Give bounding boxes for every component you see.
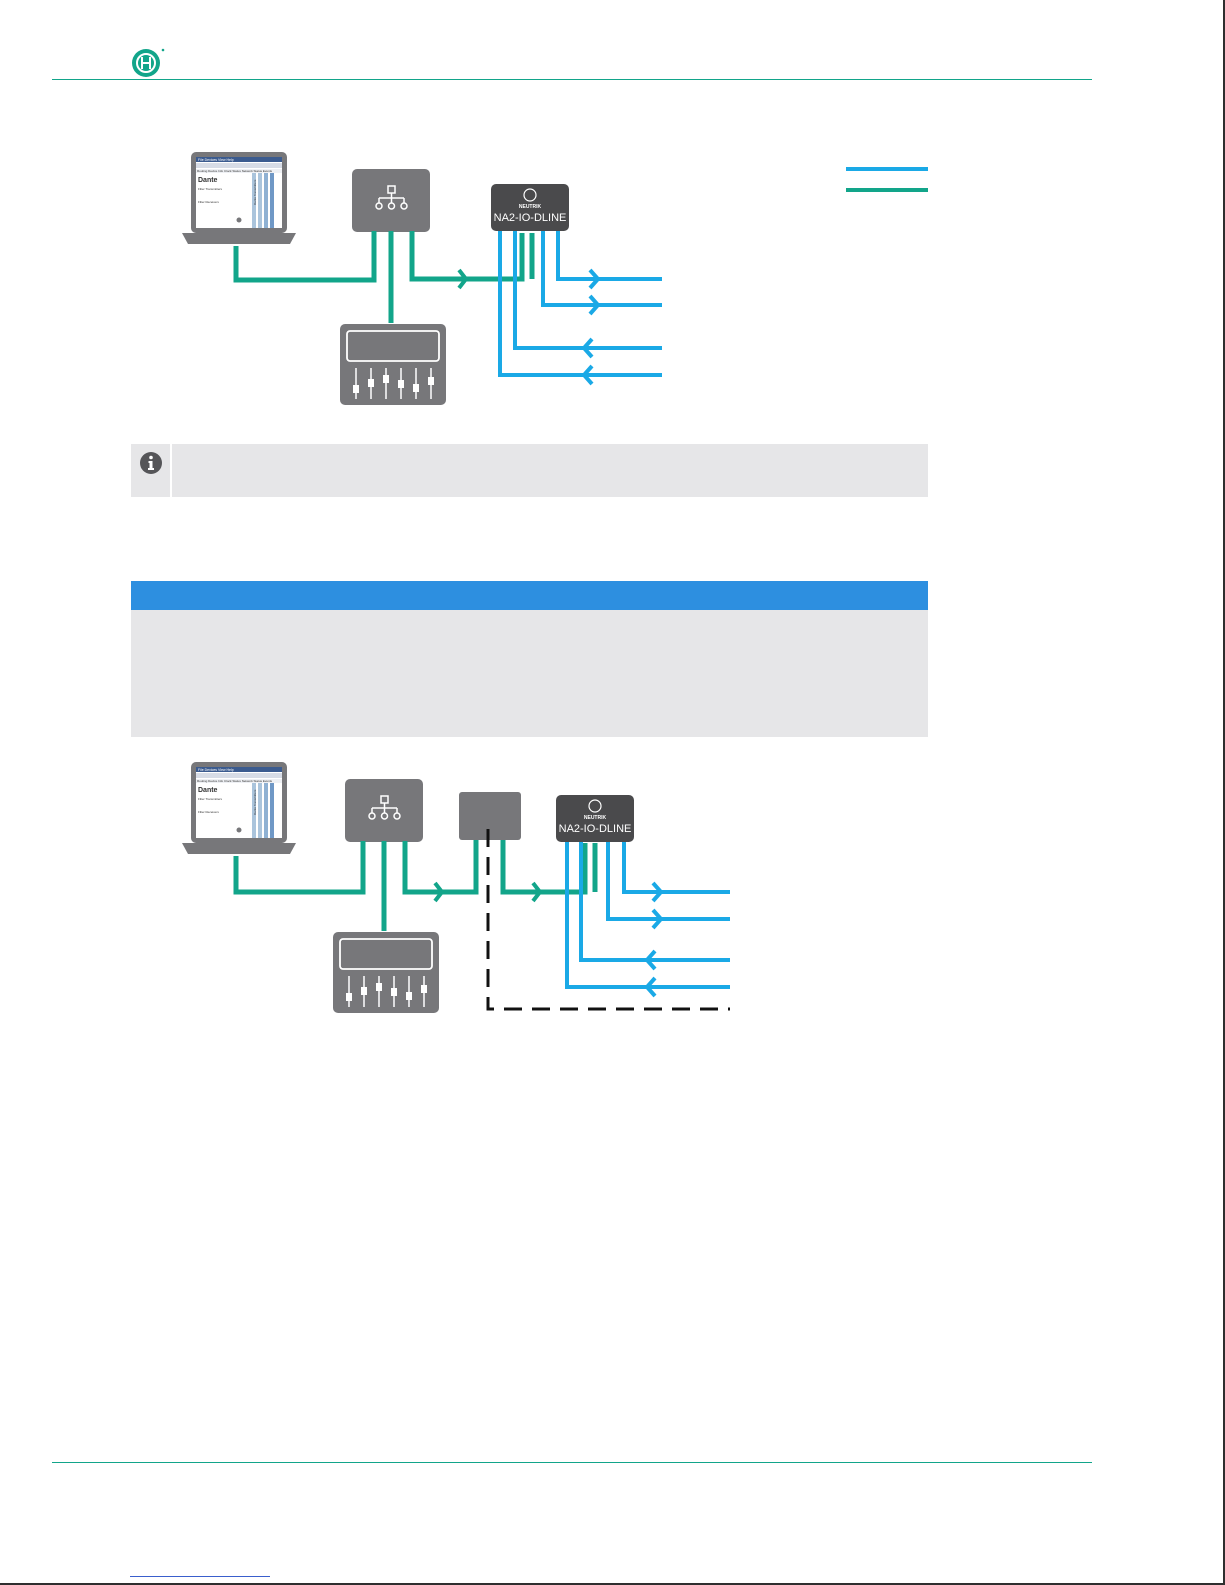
neutrik-logo-icon	[132, 48, 165, 77]
gateway-box-icon	[459, 792, 521, 840]
svg-text:File Devices View Help: File Devices View Help	[198, 158, 234, 162]
network-links	[233, 840, 598, 931]
svg-text:Dante Transmitters: Dante Transmitters	[253, 179, 257, 205]
svg-text:Dante: Dante	[198, 787, 218, 794]
callout-header	[131, 581, 928, 610]
laptop-icon: File Devices View Help Routing Device In…	[182, 762, 296, 854]
svg-text:NEUTRIK: NEUTRIK	[584, 815, 607, 821]
svg-text:File Devices View Help: File Devices View Help	[198, 768, 234, 772]
svg-text:Routing Device Info Clock St: Routing Device Info Clock Status Network…	[197, 169, 273, 173]
svg-text:Filter Transmitters: Filter Transmitters	[198, 797, 223, 801]
info-icon	[140, 452, 162, 474]
header-rule	[52, 79, 1092, 80]
na2-io-dline-device: NEUTRIK NA2-IO-DLINE	[556, 795, 634, 842]
svg-text:Dante: Dante	[198, 177, 218, 184]
svg-text:NA2-IO-DLINE: NA2-IO-DLINE	[559, 823, 632, 835]
network-switch-icon	[345, 779, 423, 842]
footer-link-underline[interactable]	[130, 1576, 270, 1577]
mixing-console-icon	[333, 932, 439, 1013]
network-diagram-2: File Devices View Help Routing Device In…	[182, 762, 730, 1013]
footer-rule	[52, 1462, 1092, 1463]
info-note-box	[131, 444, 928, 497]
network-links	[233, 231, 535, 323]
legend	[846, 167, 928, 192]
svg-text:Filter Transmitters: Filter Transmitters	[198, 187, 223, 191]
svg-text:NEUTRIK: NEUTRIK	[519, 204, 542, 210]
callout-body	[131, 610, 928, 737]
svg-text:NA2-IO-DLINE: NA2-IO-DLINE	[494, 212, 567, 224]
audio-links	[565, 842, 730, 998]
mixing-console-icon	[340, 324, 446, 405]
svg-text:Filter Receivers: Filter Receivers	[198, 810, 219, 814]
svg-text:Routing Device Info Clock St: Routing Device Info Clock Status Network…	[197, 779, 273, 783]
info-icon-cell	[131, 444, 172, 497]
network-switch-icon	[352, 169, 430, 232]
page-bottom-border	[0, 1583, 1225, 1585]
laptop-icon: File Devices View Help Routing Device In…	[182, 152, 296, 244]
page-right-border	[1223, 0, 1225, 1585]
svg-text:Filter Receivers: Filter Receivers	[198, 200, 219, 204]
svg-text:Dante Transmitters: Dante Transmitters	[253, 789, 257, 815]
audio-links	[498, 231, 662, 386]
network-diagram-1: File Devices View Help Routing Device In…	[182, 152, 928, 405]
na2-io-dline-device: NEUTRIK NA2-IO-DLINE	[491, 184, 569, 231]
dashed-link	[486, 829, 730, 1011]
